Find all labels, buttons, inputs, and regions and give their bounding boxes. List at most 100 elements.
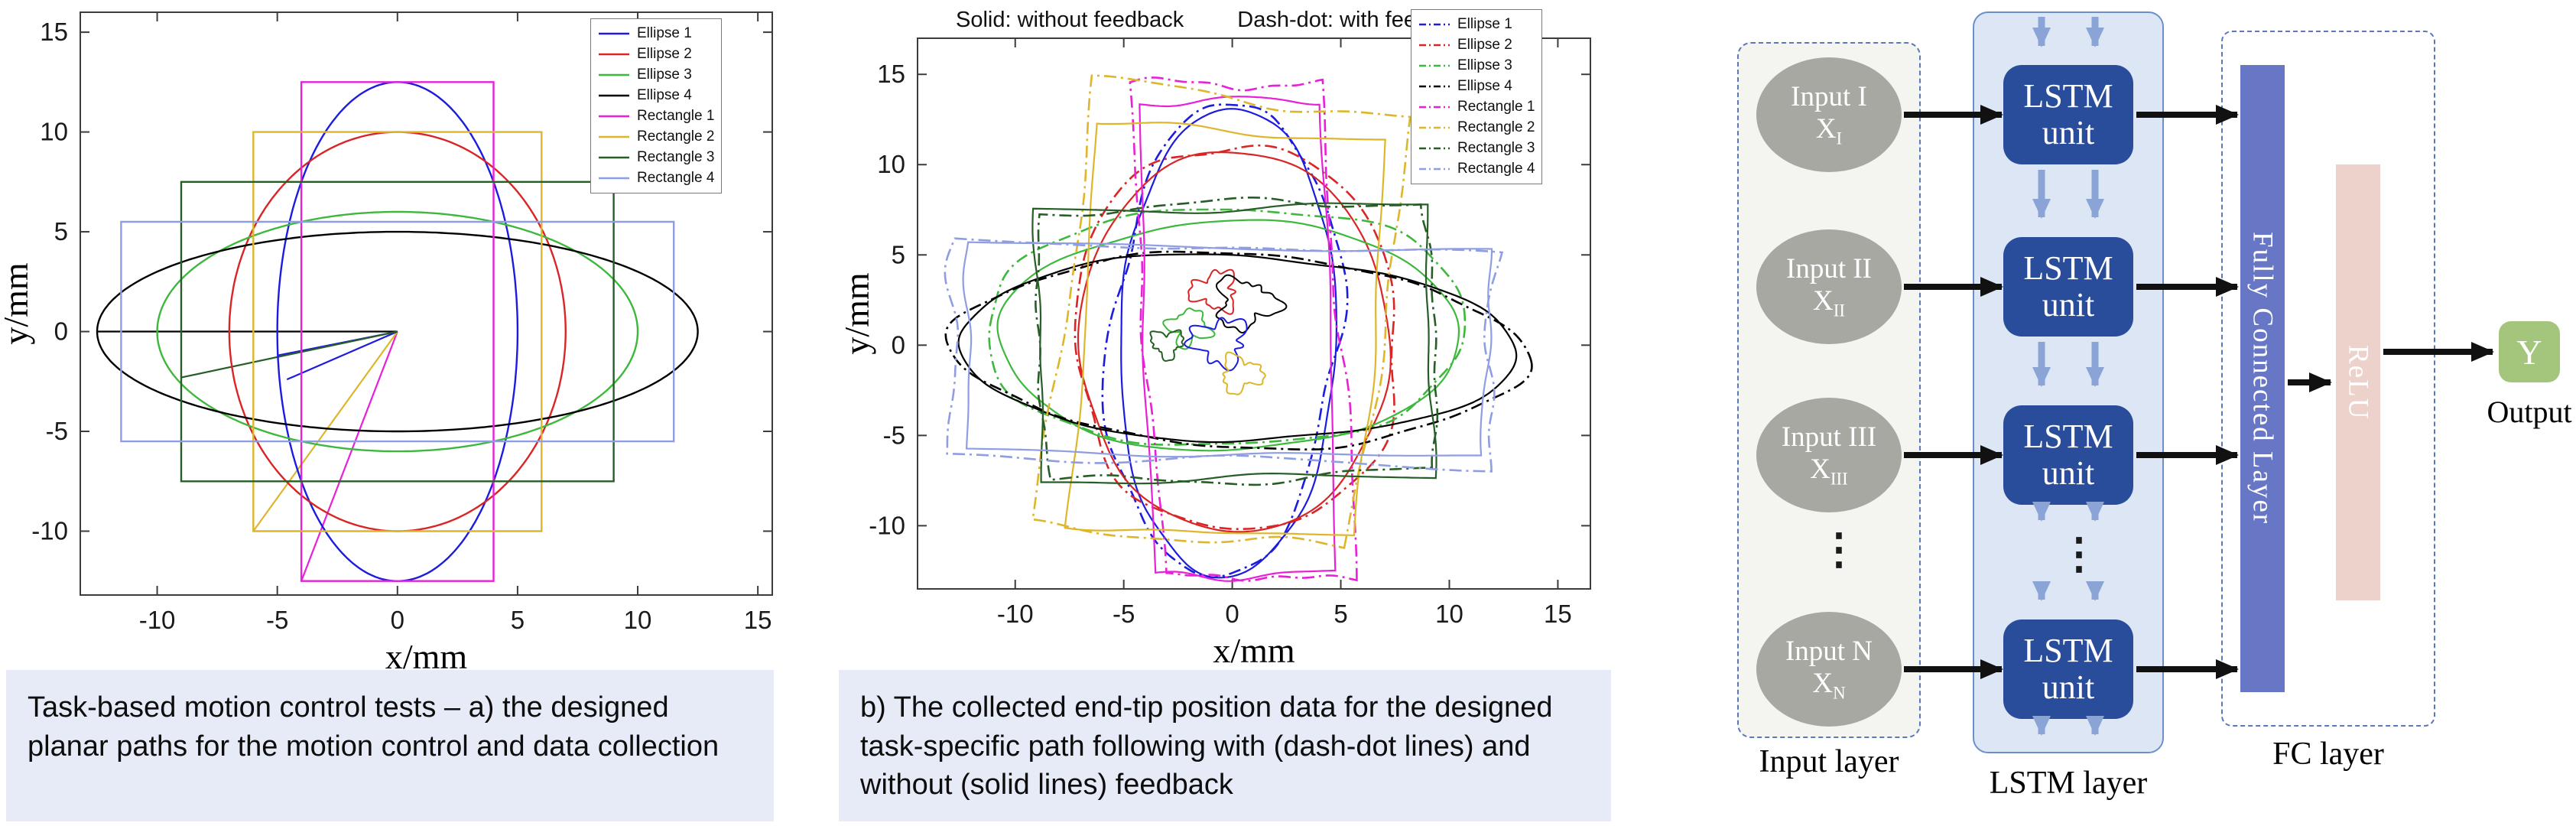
legend-line-sample — [1419, 167, 1450, 171]
x-tick-label: -5 — [1113, 600, 1135, 628]
caption-a: Task-based motion control tests – a) the… — [6, 670, 774, 821]
legend-item: Rectangle 2 — [1418, 118, 1535, 138]
series-ellipse-1-dashdot — [1101, 103, 1349, 579]
fully-connected-layer-rect: Fully Connected Layer — [2240, 65, 2285, 692]
input-node-symbol: XII — [1812, 285, 1845, 320]
legend-item: Rectangle 3 — [598, 148, 714, 167]
y-tick-label: 0 — [892, 330, 905, 359]
legend-label: Rectangle 2 — [637, 128, 715, 145]
series-rectangle-1-solid — [1139, 96, 1337, 582]
series-rectangle-3-solid — [1031, 202, 1437, 485]
legend-line-sample — [1419, 147, 1450, 150]
plot-frame — [917, 37, 1591, 590]
y-tick-label: -10 — [869, 511, 905, 539]
series-rectangle-4-solid — [962, 241, 1493, 458]
lstm-layer-label: LSTM layer — [1989, 766, 2148, 801]
lstm-unit-4: LSTM unit — [2003, 620, 2133, 719]
x-tick-label: 10 — [1435, 600, 1463, 628]
legend: Ellipse 1 Ellipse 2 Ellipse 3 Ellipse 4 Rect… — [590, 18, 723, 193]
legend-label: Ellipse 1 — [637, 25, 692, 41]
legend-line-sample — [599, 156, 629, 159]
lstm-ellipsis: ⋮ — [2058, 531, 2100, 578]
x-tick-label: 5 — [511, 606, 525, 634]
output-label: Output — [2487, 395, 2572, 429]
y-tick-label: 5 — [54, 217, 68, 246]
relu-label: ReLU — [2342, 344, 2374, 421]
x-tick-label: -10 — [997, 600, 1034, 628]
series-ellipse-1 — [276, 81, 519, 582]
x-axis-label: x/mm — [385, 637, 468, 673]
y-tick-label: 15 — [877, 60, 905, 88]
chart-panel-b: Solid: without feedback Dash-dot: with f… — [837, 0, 1652, 673]
legend-label: Ellipse 4 — [637, 87, 692, 103]
legend-item: Ellipse 2 — [598, 44, 714, 64]
center-transient — [1215, 274, 1288, 333]
plot-frame — [80, 11, 773, 596]
series-ellipse-4-dashdot — [944, 250, 1533, 450]
legend-label: Rectangle 3 — [1457, 140, 1535, 156]
input-node-symbol: XN — [1812, 667, 1846, 703]
legend-label: Ellipse 4 — [1457, 78, 1512, 94]
legend-line-sample — [1419, 44, 1450, 47]
input-node-title: Input I — [1791, 81, 1867, 113]
output-node: Y — [2499, 321, 2560, 382]
legend-line-sample — [1419, 85, 1450, 88]
input-ellipsis: ⋮ — [1817, 526, 1860, 574]
annotation-solid: Solid: without feedback — [956, 8, 1184, 32]
legend-line-sample — [599, 177, 629, 180]
y-tick-label: 10 — [877, 150, 905, 178]
series-ellipse-4 — [96, 230, 699, 433]
series-rectangle-3 — [180, 180, 615, 483]
input-node-symbol: XI — [1815, 112, 1843, 148]
y-tick-label: 5 — [892, 240, 905, 268]
legend-item: Rectangle 4 — [1418, 159, 1535, 179]
legend-line-sample — [1419, 64, 1450, 67]
legend-label: Ellipse 3 — [1457, 57, 1512, 73]
center-transient — [1149, 329, 1184, 363]
legend-line-sample — [1419, 126, 1450, 129]
legend-item: Rectangle 2 — [598, 127, 714, 147]
y-tick-label: 0 — [54, 317, 68, 346]
x-tick-label: 5 — [1333, 600, 1347, 628]
legend-item: Rectangle 3 — [1418, 138, 1535, 158]
series-rectangle-2-dashdot — [1031, 74, 1411, 549]
series-rectangle-2 — [252, 131, 543, 532]
input-node-symbol: XIII — [1810, 453, 1848, 489]
legend-item: Ellipse 4 — [1418, 76, 1535, 96]
legend-label: Rectangle 4 — [1457, 161, 1535, 177]
x-axis-label: x/mm — [1213, 631, 1295, 670]
legend-line-sample — [1419, 23, 1450, 26]
center-transient — [1162, 307, 1216, 350]
legend-label: Rectangle 2 — [1457, 119, 1535, 135]
legend-line-sample — [599, 32, 629, 35]
series-ellipse-3-dashdot — [988, 208, 1467, 446]
legend-item: Ellipse 3 — [598, 65, 714, 85]
series-rectangle-2-solid — [1064, 122, 1386, 537]
series-ellipse-2-dashdot — [1074, 144, 1395, 530]
legend-label: Ellipse 2 — [637, 46, 692, 62]
legend-line-sample — [599, 135, 629, 138]
legend-item: Rectangle 1 — [598, 106, 714, 126]
series-ellipse-4-solid — [957, 253, 1518, 444]
lstm-network-diagram: Fully Connected Layer ReLU Y ⋮ ⋮ Input l… — [1705, 0, 2576, 826]
legend-item: Ellipse 1 — [1418, 15, 1535, 34]
legend-line-sample — [599, 115, 629, 118]
center-transient — [1184, 317, 1248, 372]
series-ellipse-2-solid — [1077, 151, 1392, 533]
feedback-annotation: Solid: without feedback Dash-dot: with f… — [956, 8, 1475, 33]
legend-label: Rectangle 1 — [1457, 99, 1535, 115]
x-tick-label: -10 — [139, 606, 176, 634]
x-tick-label: 10 — [624, 606, 652, 634]
series-rectangle-1-dashdot — [1129, 76, 1358, 582]
legend-label: Ellipse 2 — [1457, 37, 1512, 53]
x-tick-label: 0 — [1225, 600, 1239, 628]
legend-label: Rectangle 1 — [637, 108, 715, 124]
fully-connected-layer-label: Fully Connected Layer — [2246, 232, 2279, 525]
x-tick-label: 0 — [391, 606, 404, 634]
fc-layer-label: FC layer — [2272, 737, 2384, 772]
